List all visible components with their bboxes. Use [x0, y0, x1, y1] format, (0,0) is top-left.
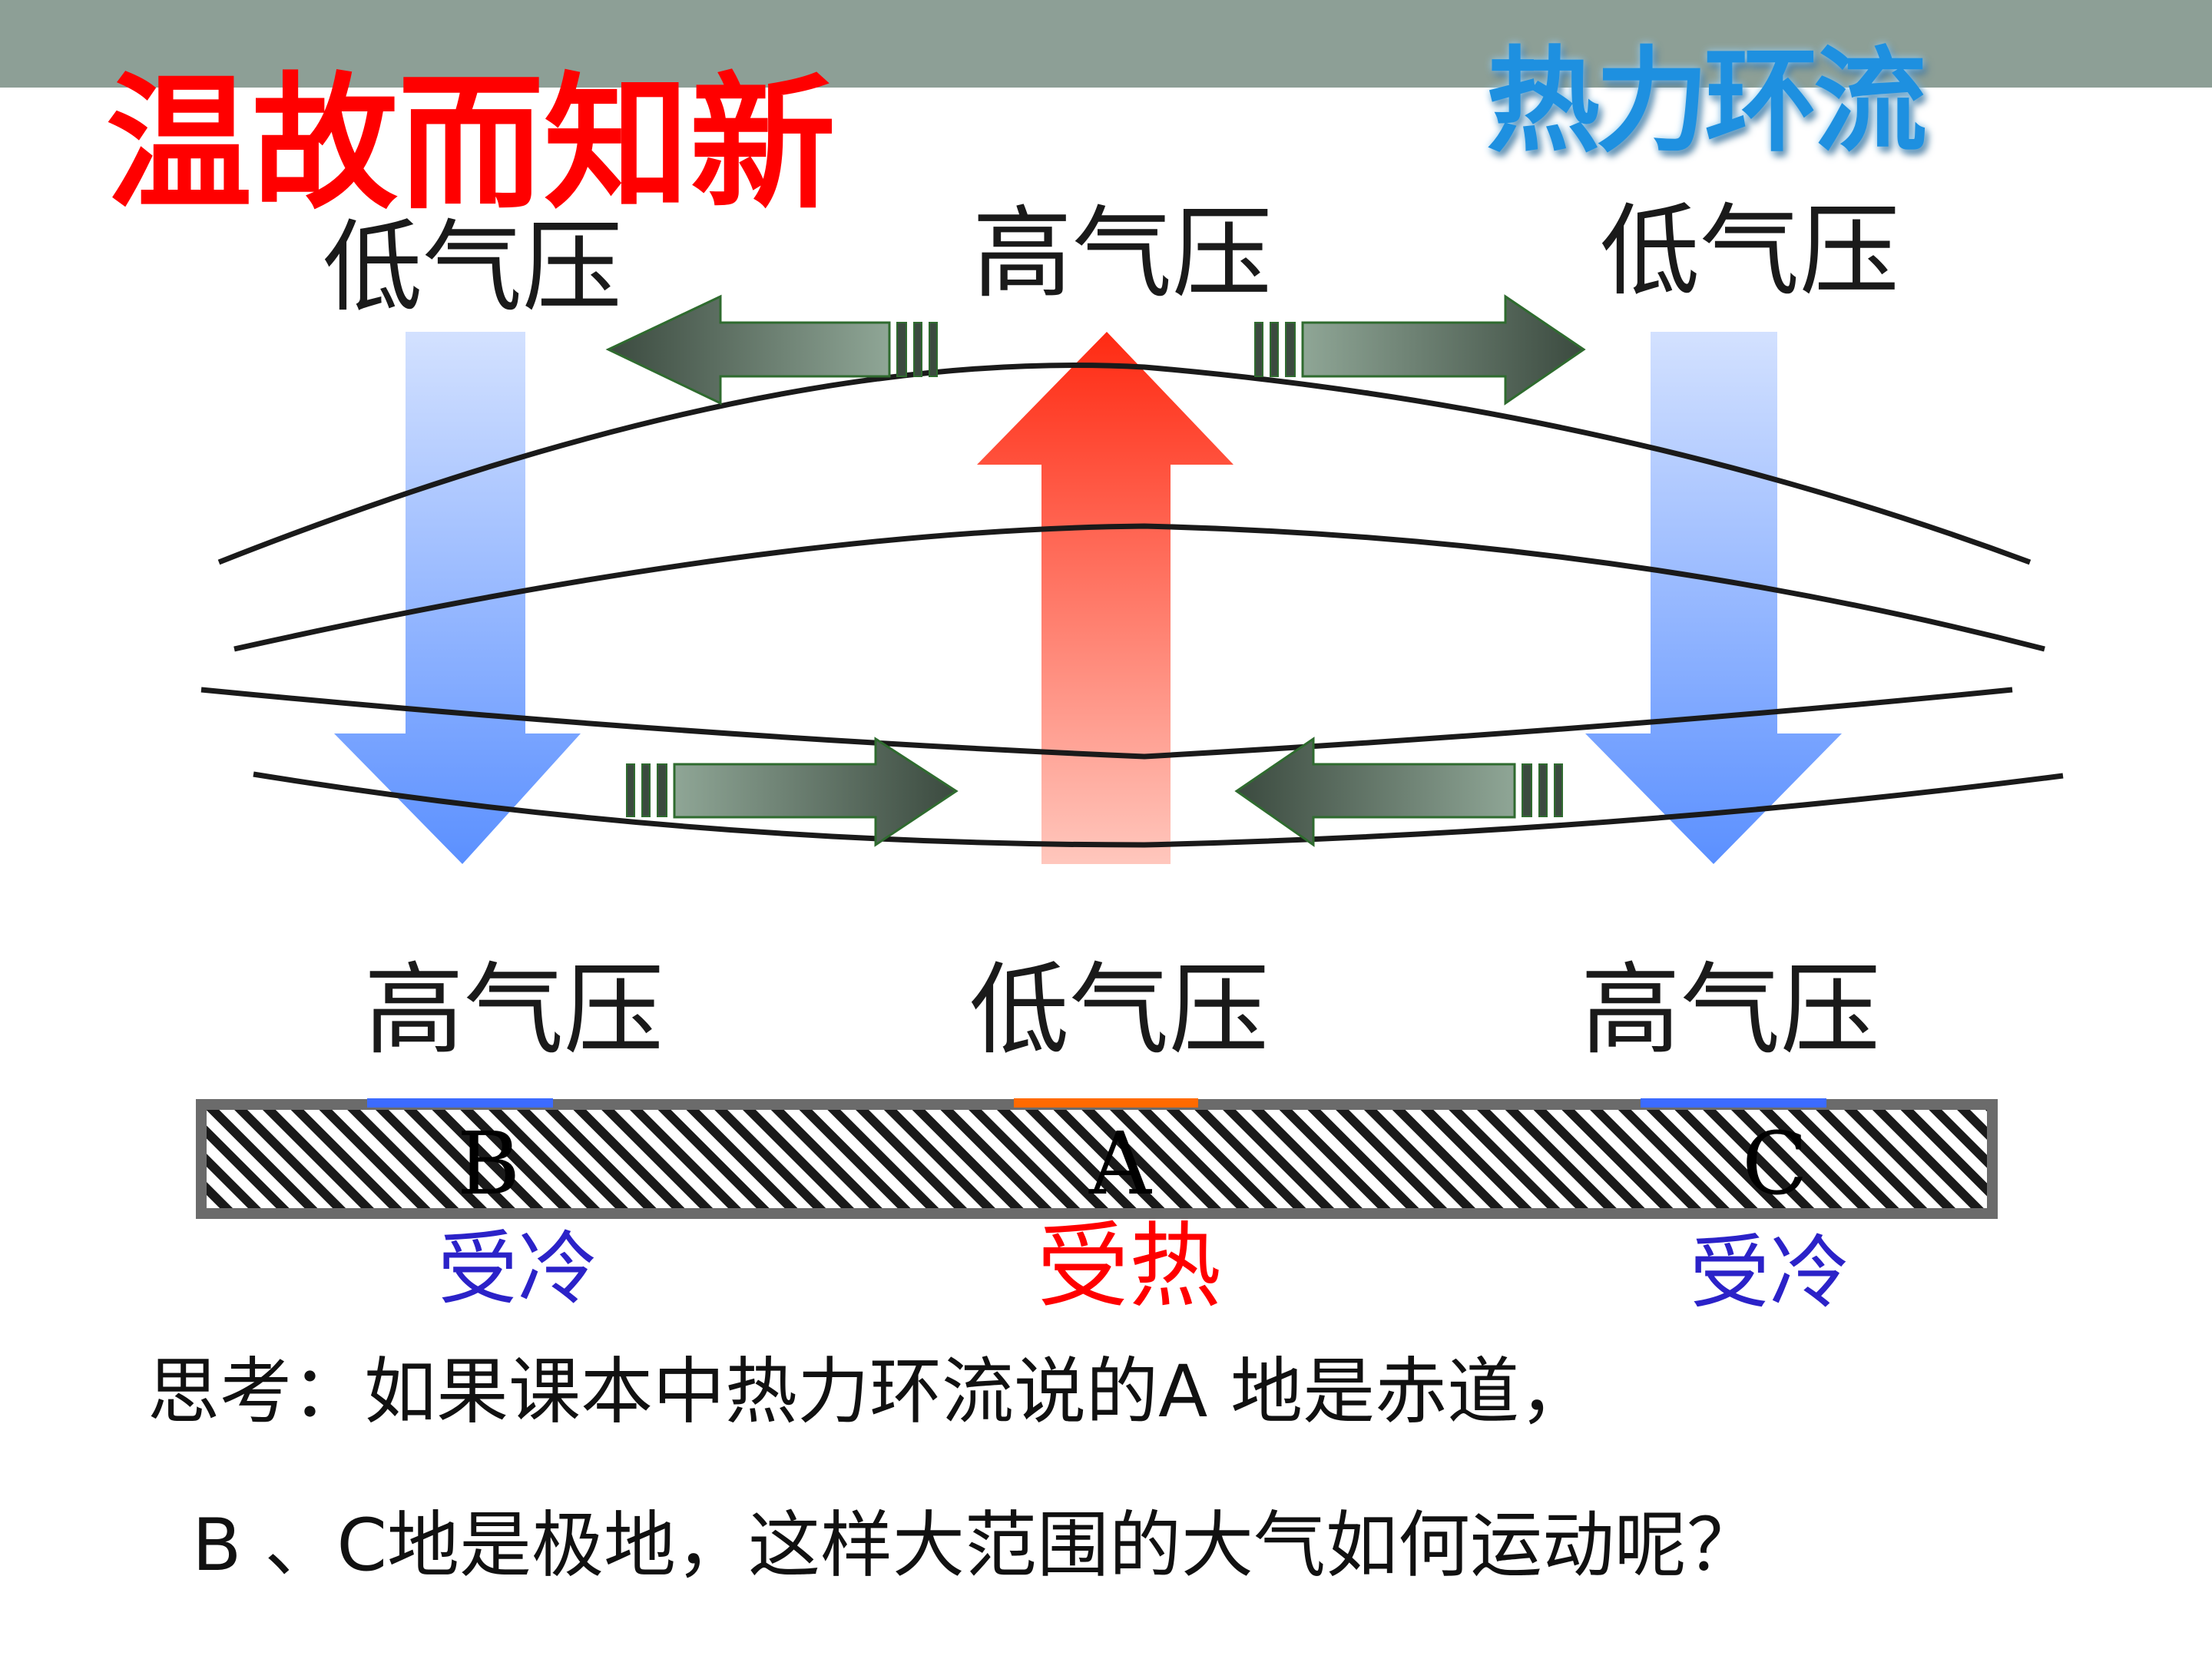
up-arrow-center: [977, 332, 1233, 864]
lower-right-arrow: [1234, 737, 1563, 847]
state-heat-a: 受热: [1037, 1214, 1221, 1320]
down-arrow-left: [334, 332, 581, 864]
question-line-1: 思考：如果课本中热力环流说的A 地是赤道，: [147, 1350, 1592, 1434]
topic-badge: 热力环流: [1486, 35, 1927, 167]
label-lower-center: 低气压: [969, 952, 1270, 1068]
ground-letter-a: A: [1089, 1114, 1151, 1214]
isobar-3: [200, 687, 2013, 760]
isobar-2: [233, 523, 2045, 652]
ground-letter-c: C: [1742, 1114, 1808, 1214]
upper-right-arrow: [1254, 294, 1586, 406]
cold-mark-c: [1641, 1098, 1826, 1108]
isobar-4: [253, 771, 2064, 848]
state-cold-b: 受冷: [438, 1222, 598, 1316]
state-cold-c: 受冷: [1690, 1226, 1850, 1320]
label-upper-right: 低气压: [1600, 193, 1900, 310]
cold-mark-b: [367, 1098, 553, 1108]
upper-left-arrow: [605, 294, 938, 406]
heat-mark-a: [1014, 1098, 1198, 1108]
label-lower-right: 高气压: [1581, 952, 1881, 1068]
ground-letter-b: B: [457, 1114, 521, 1214]
label-upper-left: 低气压: [323, 209, 623, 326]
down-arrow-right: [1585, 332, 1842, 864]
top-bar: [0, 0, 2212, 88]
isobar-1: [217, 362, 2032, 565]
lower-left-arrow: [626, 737, 959, 847]
slide-title: 温故而知新: [106, 58, 836, 229]
ground-strip: [196, 1099, 1998, 1219]
label-lower-left: 高气压: [364, 952, 664, 1068]
label-upper-center: 高气压: [972, 195, 1273, 312]
question-line-2: B 、C地是极地，这样大范围的大气如何运动呢？: [192, 1504, 1760, 1588]
